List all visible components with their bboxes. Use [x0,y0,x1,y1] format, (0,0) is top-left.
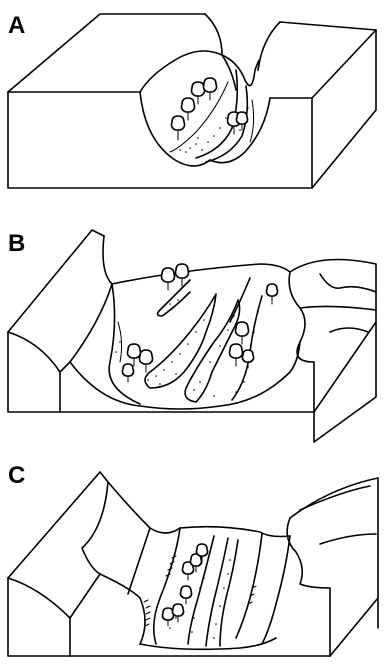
valley-block-diagram-c [0,448,384,667]
valley-block-diagram-b [0,212,384,448]
panel-b: B [0,212,384,448]
panel-label-c: C [8,462,25,490]
valley-block-diagram-a [0,0,384,212]
panel-label-a: A [8,12,25,40]
panel-c: C [0,448,384,667]
panel-a: A [0,0,384,212]
panel-label-b: B [8,230,25,258]
